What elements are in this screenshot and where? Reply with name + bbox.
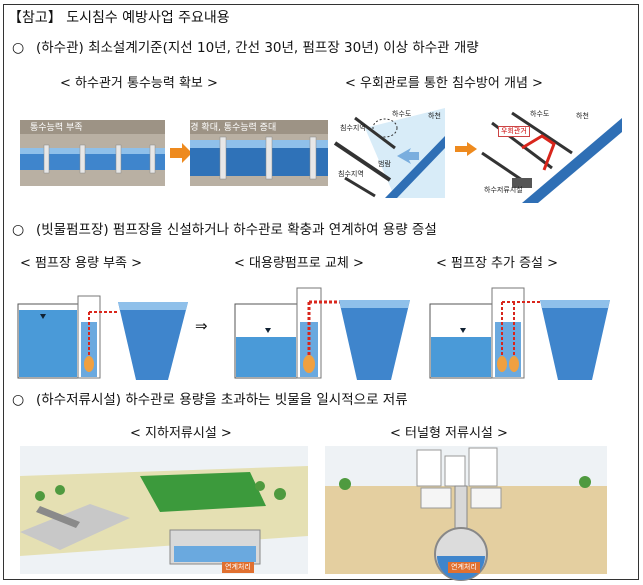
pump-caption-1: < 펌프장 용량 부족 > [20,256,143,271]
tunnel-storage-illustration [325,446,607,581]
right-arrow-icon [455,142,477,156]
pipe-before-label: 통수능력 부족 [30,123,83,133]
section2-text: (빗물펌프장) 펌프장을 신설하거나 하수관로 확충과 연계하여 용량 증설 [36,222,437,238]
map2-label-bypass: 우회관거 [498,126,530,137]
pipe-after-label: 관경 확대, 통수능력 증대 [182,123,277,133]
flood-map-before [333,108,445,198]
pipe-capacity-illustration [20,120,328,186]
storage-left-caption: < 지하저류시설 > [130,426,232,441]
pump-caption-2: < 대용량펌프로 교체 > [234,256,364,271]
map2-label-sewer: 하수도 [530,110,550,118]
pump-diagram-2 [234,287,410,380]
section3-bullet: ○ [12,392,25,408]
section1-text: (하수관) 최소설계기준(지선 10년, 간선 30년, 펌프장 30년) 이상… [36,40,479,56]
section1-right-caption: < 우회관로를 통한 침수방어 개념 > [345,76,543,91]
map-label-flood-area-2: 침수지역 [338,170,364,178]
map-label-stream: 하천 [428,112,441,120]
pump-diagram-3 [429,287,610,380]
section3-text: (하수저류시설) 하수관로 용량을 초과하는 빗물을 일시적으로 저류 [36,392,408,408]
map-label-sewer: 하수도 [392,110,412,118]
underground-storage-illustration [20,446,308,574]
map2-label-stream: 하천 [576,112,589,120]
section1-left-caption: < 하수관거 통수능력 확보 > [60,76,218,91]
map-label-flood-area: 침수지역 [340,124,366,132]
pump-diagram-1 [17,295,188,380]
page-title: 【참고】 도시침수 예방사업 주요내용 [8,10,230,26]
storage-left-tag: 연계처리 [222,562,254,573]
section1-bullet: ○ [12,40,25,56]
pump-arrow: ⇒ [195,317,208,335]
section2-bullet: ○ [12,222,25,238]
storage-right-caption: < 터널형 저류시설 > [390,426,508,441]
map-label-overflow: 범람 [378,160,391,168]
storage-right-tag: 연계처리 [448,562,480,573]
map2-label-storage: 하수저류시설 [484,186,523,194]
pump-caption-3: < 펌프장 추가 증설 > [436,256,559,271]
